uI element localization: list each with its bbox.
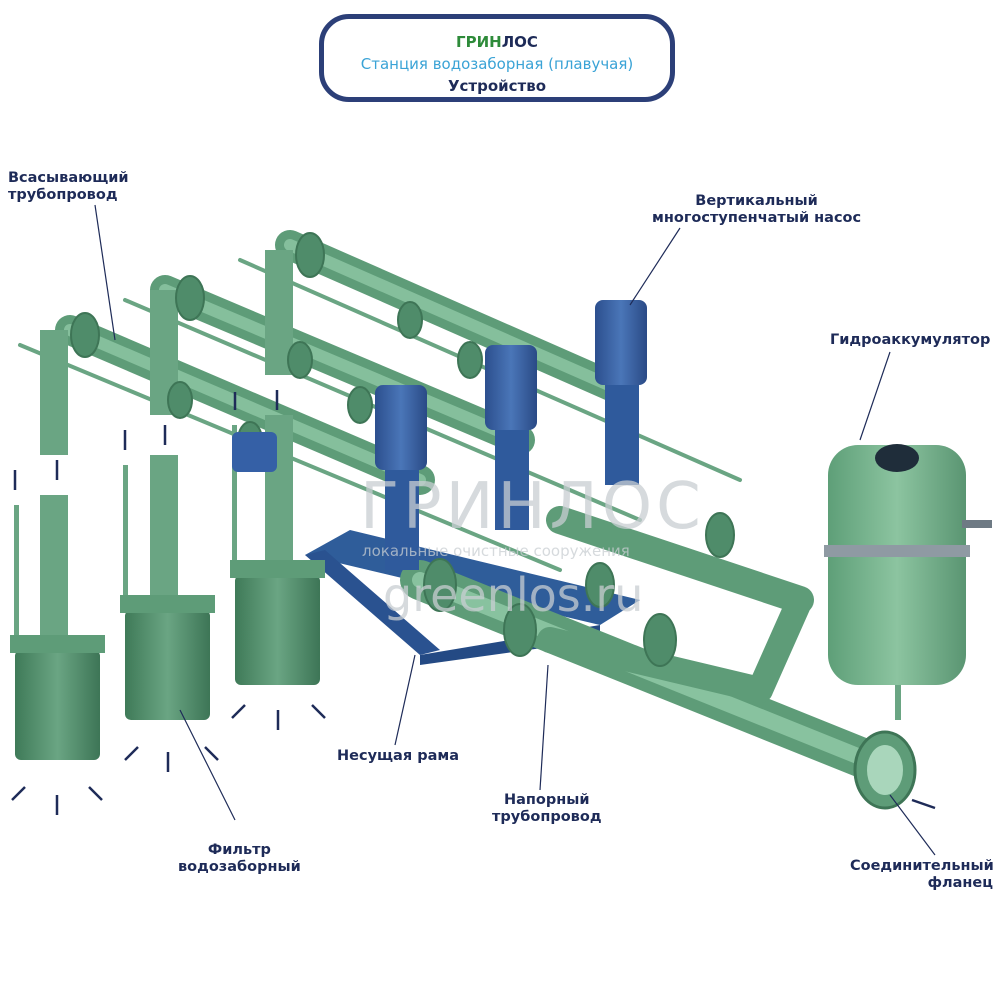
label-pressure-pipe: Напорный трубопровод bbox=[492, 792, 602, 826]
brand-dark: ЛОС bbox=[501, 33, 538, 51]
pumps bbox=[232, 300, 647, 570]
label-line: водозаборный bbox=[178, 859, 301, 875]
title-box: ГРИНЛОС Станция водозаборная (плавучая) … bbox=[319, 14, 675, 102]
brand-green: ГРИН bbox=[456, 33, 502, 51]
section-title: Устройство bbox=[447, 77, 547, 95]
label-line: трубопровод bbox=[492, 809, 602, 825]
subtitle: Станция водозаборная (плавучая) bbox=[360, 55, 634, 73]
label-line: Соединительный bbox=[850, 858, 994, 874]
label-line: Вертикальный bbox=[695, 193, 818, 209]
suction-pipelines bbox=[14, 230, 742, 645]
label-line: Фильтр bbox=[207, 842, 271, 858]
label-flange: Соединительный фланец bbox=[850, 858, 994, 892]
label-line: Напорный bbox=[503, 792, 590, 808]
intake-filters bbox=[10, 560, 325, 760]
label-line: трубопровод bbox=[8, 187, 118, 203]
leader-lines bbox=[94, 204, 936, 856]
label-suction-pipe: Всасывающий трубопровод bbox=[8, 170, 129, 204]
flow-arrows bbox=[11, 390, 936, 815]
label-line: многоступенчатый насос bbox=[652, 210, 862, 226]
label-pump: Вертикальный многоступенчатый насос bbox=[652, 193, 861, 227]
label-accumulator: Гидроаккумулятор bbox=[830, 332, 991, 348]
hydro-accumulator bbox=[824, 444, 992, 720]
pressure-pipeline bbox=[400, 506, 917, 810]
label-filter: Фильтр водозаборный bbox=[178, 842, 301, 876]
brand-title: ГРИНЛОС bbox=[324, 31, 670, 53]
label-line: фланец bbox=[927, 875, 993, 891]
label-frame: Несущая рама bbox=[337, 748, 459, 764]
label-line: Всасывающий bbox=[8, 170, 129, 186]
